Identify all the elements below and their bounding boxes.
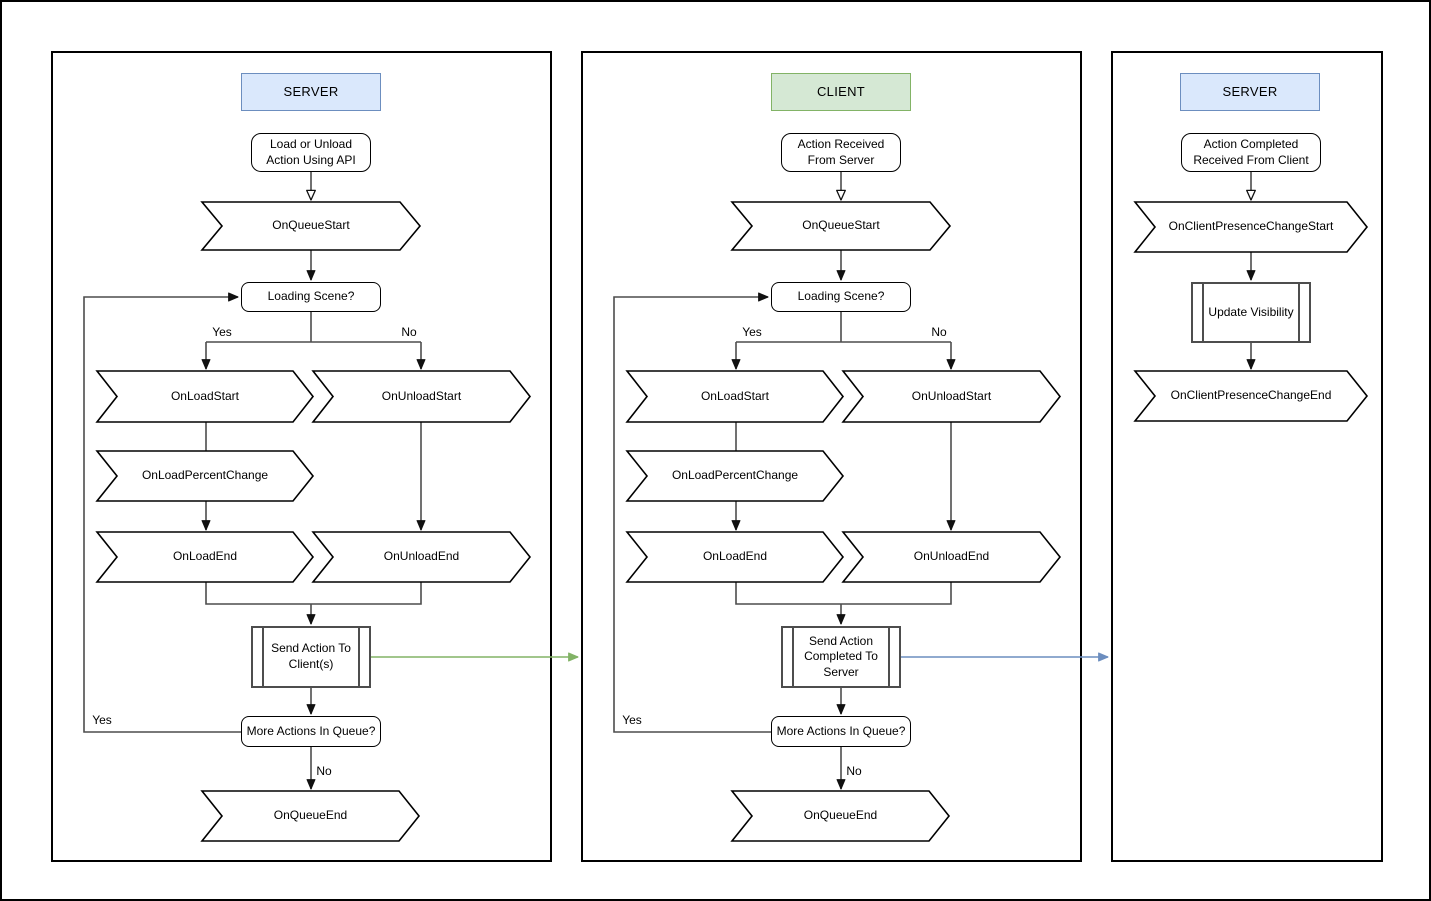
server-queue-panel: [51, 51, 552, 862]
p1-branch-yes-label: Yes: [212, 325, 232, 339]
p2-loop-yes-label: Yes: [622, 713, 642, 727]
p2-start-node: Action Received From Server: [781, 133, 901, 172]
p3-presence-change-end-label: OnClientPresenceChangeEnd: [1170, 388, 1332, 403]
p2-branch-yes-label: Yes: [742, 325, 762, 339]
p1-no-more-label: No: [316, 764, 332, 778]
p2-onqueuestart: OnQueueStart: [730, 201, 952, 251]
panel1-connectors: [83, 172, 426, 790]
wire-p1-merge: [205, 582, 422, 605]
p1-onloadend-label: OnLoadEnd: [172, 549, 238, 564]
p1-onloadend: OnLoadEnd: [95, 531, 315, 583]
p2-send-completed-subprocess: Send Action Completed To Server: [781, 626, 901, 688]
step-shape-outline: [95, 370, 315, 423]
subprocess-bar-right: [1298, 284, 1300, 341]
p2-onunloadend-label: OnUnloadEnd: [913, 549, 990, 564]
p1-send-action-subprocess: Send Action To Client(s): [251, 626, 371, 688]
step-shape-outline: [1133, 370, 1369, 422]
p2-onloadpercentchange: OnLoadPercentChange: [625, 450, 845, 502]
wire-p1-loadingscene-split: [206, 312, 421, 343]
p1-onqueueend: OnQueueEnd: [200, 790, 421, 842]
panel2-header: CLIENT: [771, 73, 911, 111]
wire-p1-loop-yes: [83, 292, 241, 733]
step-shape-outline: [625, 531, 845, 583]
client-queue-panel: [581, 51, 1082, 862]
p1-onloadpercentchange-label: OnLoadPercentChange: [141, 468, 269, 483]
step-shape-outline: [311, 531, 532, 583]
p2-onqueuestart-label: OnQueueStart: [802, 218, 880, 233]
step-shape-outline: [625, 370, 845, 423]
wire-p2-merge: [735, 582, 952, 605]
p1-loop-yes-label: Yes: [92, 713, 112, 727]
p1-onqueueend-label: OnQueueEnd: [273, 808, 348, 823]
p2-branch-no-label: No: [931, 325, 947, 339]
p1-onqueuestart: OnQueueStart: [200, 201, 422, 251]
step-shape-outline: [311, 370, 532, 423]
p1-onunloadstart-label: OnUnloadStart: [381, 388, 462, 403]
wire-p2-loadingscene-split: [736, 312, 951, 343]
step-shape-outline: [730, 790, 951, 842]
server-presence-panel: [1111, 51, 1383, 862]
p2-onloadend: OnLoadEnd: [625, 531, 845, 583]
step-shape-outline: [200, 790, 421, 842]
step-shape-outline: [200, 201, 422, 251]
step-shape-outline: [1133, 201, 1369, 253]
p3-presence-change-start: OnClientPresenceChangeStart: [1133, 201, 1369, 253]
wire-p2-loop-yes: [613, 292, 771, 733]
p1-onloadstart-label: OnLoadStart: [170, 388, 240, 403]
p3-presence-change-start-label: OnClientPresenceChangeStart: [1168, 219, 1334, 234]
p1-onqueuestart-label: OnQueueStart: [272, 218, 350, 233]
p3-presence-change-end: OnClientPresenceChangeEnd: [1133, 370, 1369, 422]
subprocess-bar-left: [792, 628, 794, 686]
p3-start-node: Action Completed Received From Client: [1181, 133, 1321, 172]
p2-onqueueend: OnQueueEnd: [730, 790, 951, 842]
p1-onloadstart: OnLoadStart: [95, 370, 315, 423]
p2-onunloadstart: OnUnloadStart: [841, 370, 1062, 423]
p1-start-node: Load or Unload Action Using API: [251, 133, 371, 172]
p1-onunloadend-label: OnUnloadEnd: [383, 549, 460, 564]
p1-onunloadend: OnUnloadEnd: [311, 531, 532, 583]
p3-update-visibility-subprocess: Update Visibility: [1191, 282, 1311, 343]
p2-onloadpercentchange-label: OnLoadPercentChange: [671, 468, 799, 483]
panel1-header: SERVER: [241, 73, 381, 111]
subprocess-bar-left: [1202, 284, 1204, 341]
p2-more-actions-decision: More Actions In Queue?: [771, 716, 911, 747]
p2-onqueueend-label: OnQueueEnd: [803, 808, 878, 823]
p1-more-actions-decision: More Actions In Queue?: [241, 716, 381, 747]
p1-loading-scene-decision: Loading Scene?: [241, 282, 381, 312]
p1-branch-no-label: No: [401, 325, 417, 339]
step-shape-outline: [841, 531, 1062, 583]
p2-send-completed-label: Send Action Completed To Server: [804, 633, 878, 679]
subprocess-bar-left: [262, 628, 264, 686]
p2-onloadstart-label: OnLoadStart: [700, 388, 770, 403]
p2-onunloadstart-label: OnUnloadStart: [911, 388, 992, 403]
subprocess-bar-right: [358, 628, 360, 686]
p1-send-action-label: Send Action To Client(s): [271, 641, 351, 671]
p2-no-more-label: No: [846, 764, 862, 778]
p3-update-visibility-label: Update Visibility: [1208, 304, 1294, 319]
p2-onloadend-label: OnLoadEnd: [702, 549, 768, 564]
step-shape-outline: [730, 201, 952, 251]
step-shape-outline: [95, 450, 315, 502]
step-shape-outline: [95, 531, 315, 583]
p1-onloadpercentchange: OnLoadPercentChange: [95, 450, 315, 502]
step-shape-outline: [841, 370, 1062, 423]
p1-onunloadstart: OnUnloadStart: [311, 370, 532, 423]
p2-onloadstart: OnLoadStart: [625, 370, 845, 423]
panel3-header: SERVER: [1180, 73, 1320, 111]
step-shape-outline: [625, 450, 845, 502]
subprocess-bar-right: [888, 628, 890, 686]
p2-onunloadend: OnUnloadEnd: [841, 531, 1062, 583]
p2-loading-scene-decision: Loading Scene?: [771, 282, 911, 312]
